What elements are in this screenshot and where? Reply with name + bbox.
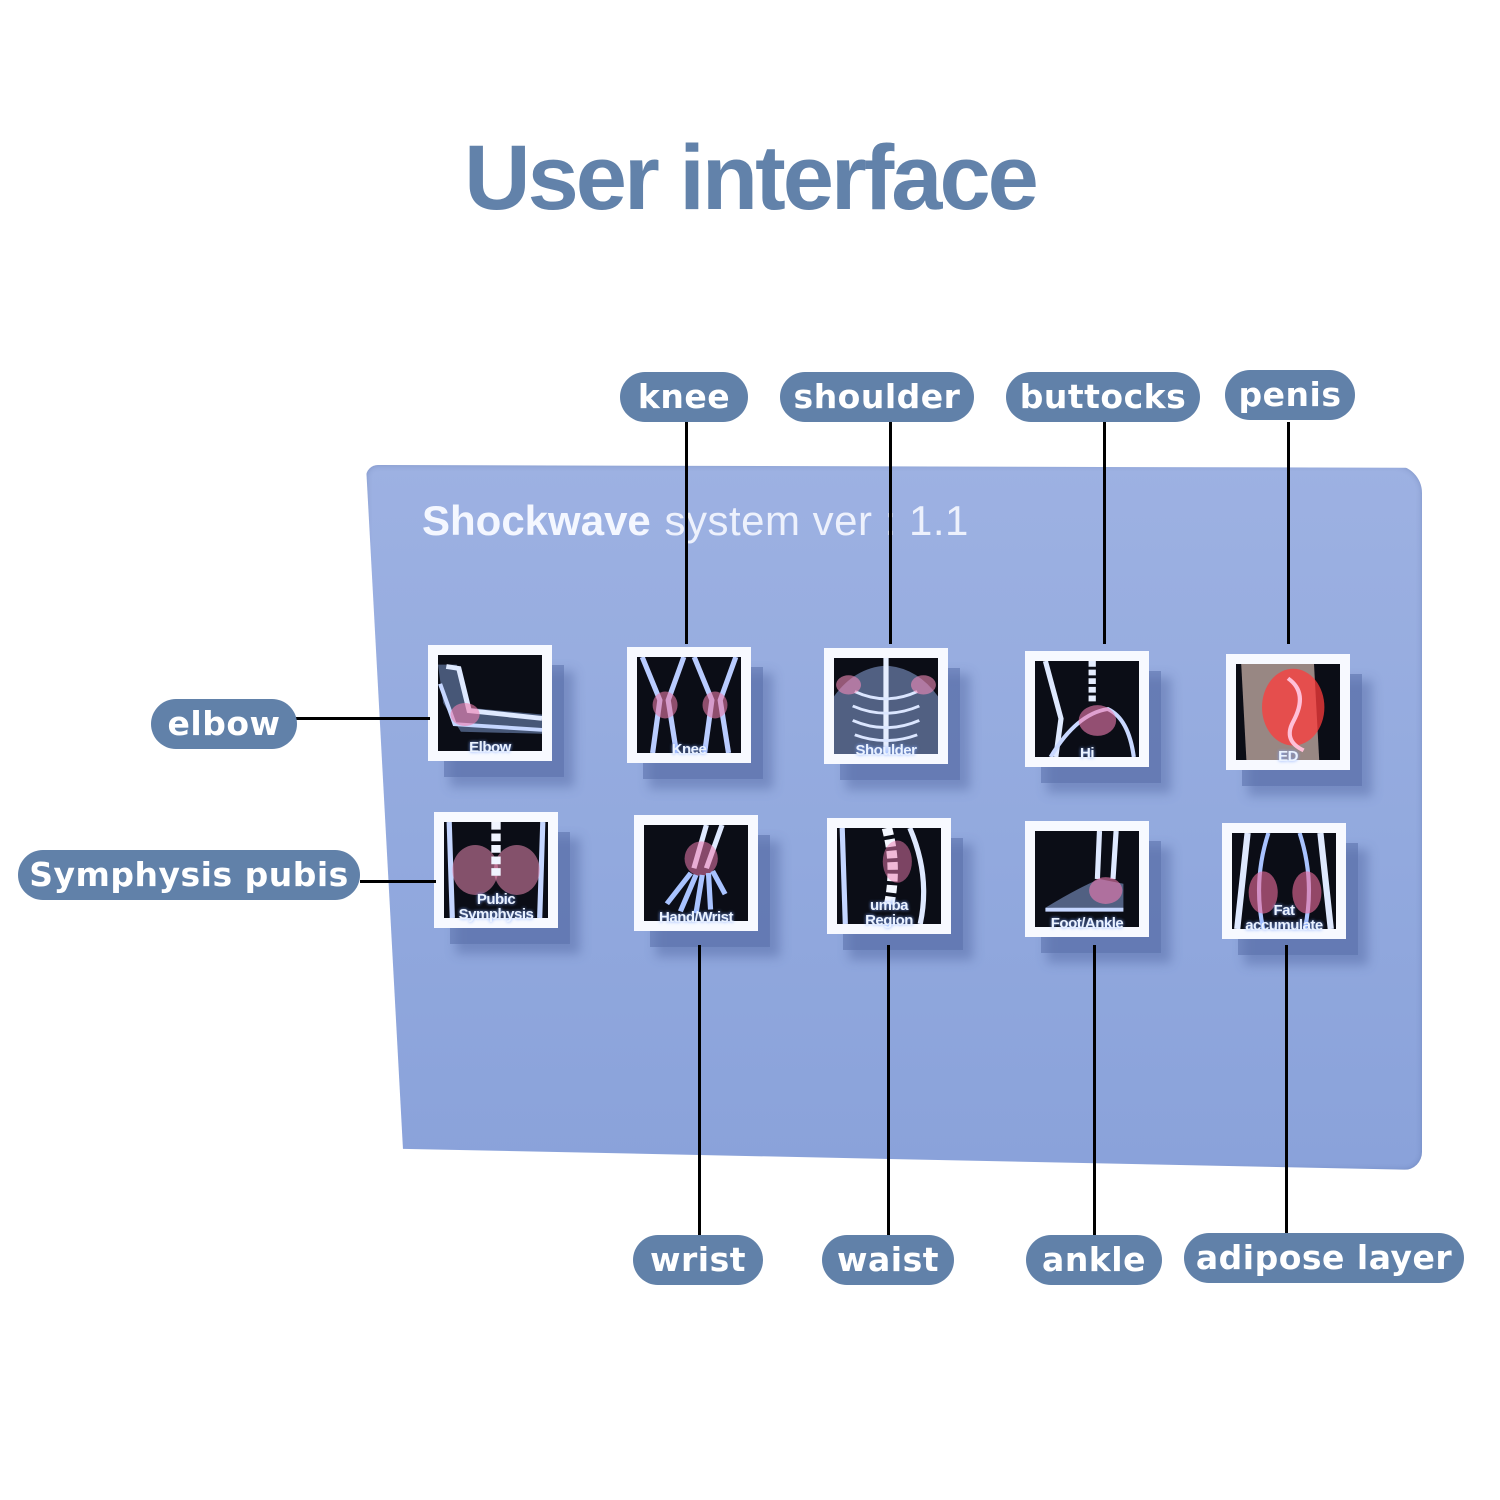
page-title: User interface [464,127,1039,229]
callout-wrist: wrist [633,1235,763,1285]
connector-waist [887,945,890,1235]
callout-waist: waist [822,1235,954,1285]
tile-caption: ED [1278,748,1298,765]
screen-title: Shockwave system ver : 1.1 [422,497,969,545]
lumbar-xray-icon [837,828,941,924]
tile-caption: Hand/Wrist [659,909,733,926]
tile-caption-line: Symphysis [458,906,534,923]
tile-caption-line: accumulate [1245,917,1323,934]
connector-elbow [296,717,430,720]
tile-caption-line: Fat [1273,902,1296,919]
screen-brand: Shockwave [422,497,651,544]
ed-xray-icon [1236,664,1340,760]
tile-caption: Hi [1080,745,1095,762]
callout-buttocks: buttocks [1006,372,1200,422]
pelvis-xray-icon [444,822,548,918]
callout-knee: knee [620,372,748,422]
tile-caption-line: Region [865,912,913,929]
connector-ankle [1093,945,1096,1235]
foot-ankle-xray-icon [1035,831,1139,927]
shoulder-xray-icon [834,658,938,754]
connector-wrist [698,945,701,1235]
callout-elbow: elbow [151,699,297,749]
connector-symphysis [360,880,436,883]
callout-penis: penis [1225,370,1355,420]
connector-knee [685,422,688,644]
tile-knee[interactable]: Knee [627,647,751,763]
tile-hand-wrist[interactable]: Hand/Wrist [634,815,758,931]
tile-caption: Elbow [469,739,511,756]
connector-shoulder [889,422,892,644]
callout-symphysis-pubis: Symphysis pubis [18,850,360,900]
callout-adipose-layer: adipose layer [1184,1233,1464,1283]
connector-adipose [1285,945,1288,1235]
tile-elbow[interactable]: Elbow [428,645,552,761]
tile-caption: Knee [671,741,707,758]
screen-version: system ver : 1.1 [664,497,969,544]
connector-penis [1287,422,1290,644]
tile-caption-line: Pubic [476,891,516,908]
elbow-xray-icon [438,655,542,751]
hand-wrist-xray-icon [644,825,748,921]
callout-shoulder: shoulder [780,372,974,422]
tile-caption: Foot/Ankle [1050,915,1124,932]
tile-caption-line: umba [869,897,909,914]
callout-ankle: ankle [1026,1235,1162,1285]
tile-shoulder[interactable]: Shoulder [824,648,948,764]
knee-xray-icon [637,657,741,753]
tile-foot-ankle[interactable]: Foot/Ankle [1025,821,1149,937]
connector-buttocks [1103,422,1106,644]
fat-xray-icon [1232,833,1336,929]
tile-ed[interactable]: ED [1226,654,1350,770]
tile-hip[interactable]: Hi [1025,651,1149,767]
tile-caption: Shoulder [855,742,917,759]
hip-xray-icon [1035,661,1139,757]
